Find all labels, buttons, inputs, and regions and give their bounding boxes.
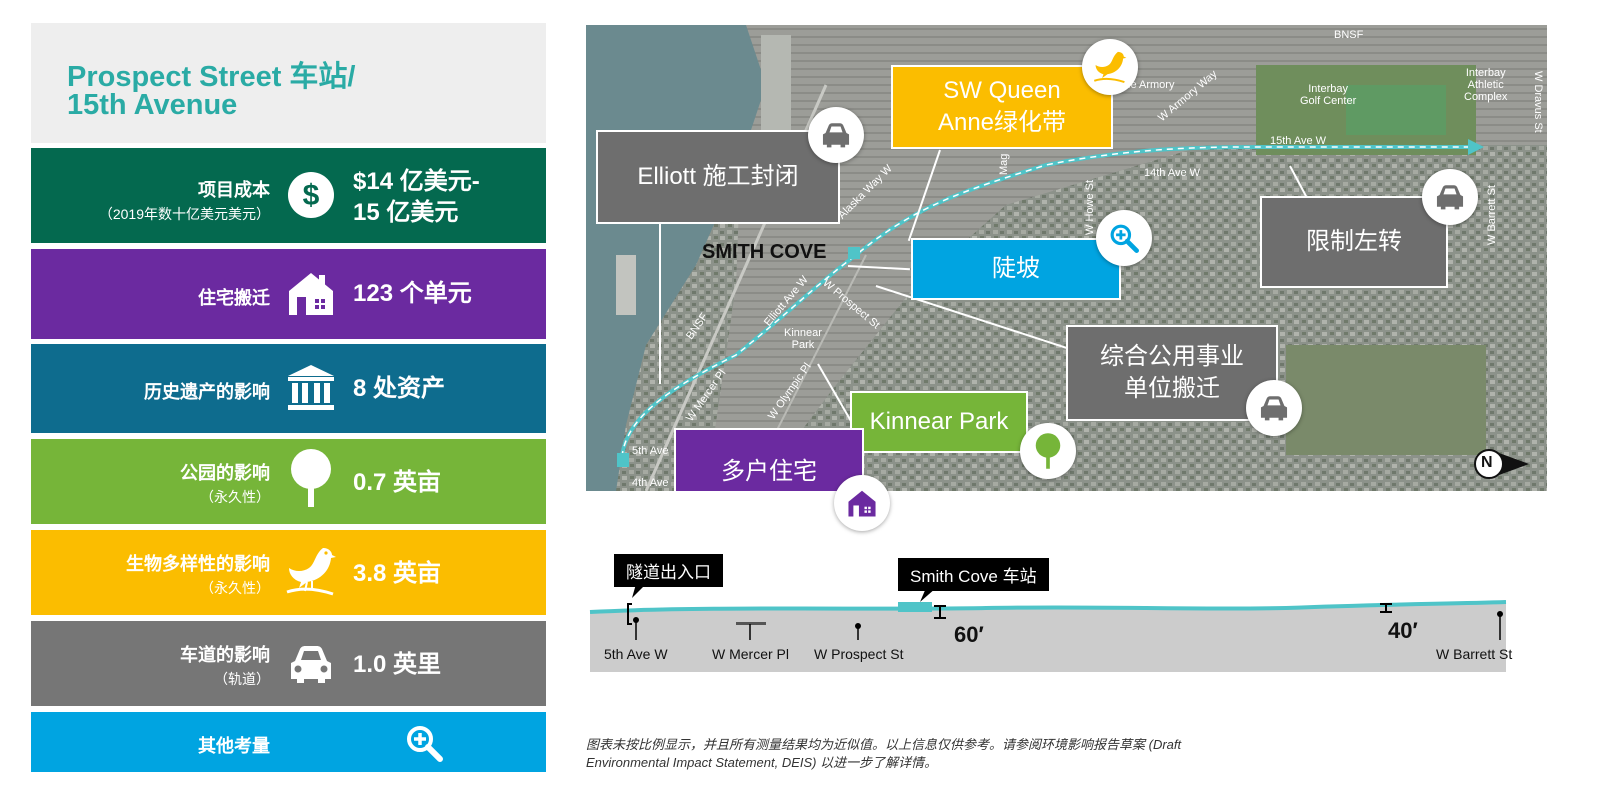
metric-sublabel: （永久性） — [200, 580, 270, 596]
metric-project-cost: 项目成本 （2019年数十亿美元美元） $ $14 亿美元- 15 亿美元 — [31, 148, 546, 243]
car-icon — [808, 107, 864, 163]
label-15th-ave: 15th Ave W — [1270, 135, 1327, 147]
magnifier-plus-icon — [407, 726, 443, 762]
dollar-icon: $ — [288, 172, 334, 218]
car-icon — [1422, 169, 1478, 225]
station-5th-ave: 5th Ave W — [604, 646, 668, 662]
columns-icon — [288, 365, 334, 410]
tag-tunnel-portal: 隧道出入口 — [614, 554, 723, 587]
label-mag: Mag — [998, 153, 1010, 175]
light-rail-alignment — [617, 139, 1484, 467]
callout-utility-relocation: 综合公用事业 单位搬迁 — [1066, 325, 1278, 421]
label-howe: W Howe St — [1084, 179, 1096, 235]
title-line-1: Prospect Street 车站/ — [67, 61, 356, 93]
magnifier-plus-icon — [1096, 210, 1152, 266]
metric-biodiversity-impact: 生物多样性的影响 （永久性） 3.8 英亩 — [31, 530, 546, 615]
vertical-profile: 隧道出入口 Smith Cove 车站 60′ 40′ 5th Ave W W … — [586, 548, 1526, 678]
metric-park-impact: 公园的影响 （永久性） 0.7 英亩 — [31, 439, 546, 524]
car-icon — [291, 646, 331, 683]
label-4th-ave: 4th Ave — [632, 477, 669, 489]
label-smith-cove: SMITH COVE — [702, 241, 827, 263]
house-icon — [289, 273, 333, 315]
station-w-barrett: W Barrett St — [1436, 646, 1513, 662]
metric-residential-displacement: 住宅搬迁 123 个单元 — [31, 249, 546, 339]
metric-label: 住宅搬迁 — [198, 288, 270, 308]
metric-value: 1.0 英里 — [353, 651, 442, 678]
metric-label: 生物多样性的影响 — [126, 554, 270, 574]
tree-icon — [1020, 423, 1076, 479]
footnote: 图表未按比例显示，并且所有测量结果均为近似值。以上信息仅供参考。请参阅环境影响报… — [586, 737, 1182, 770]
metric-label: 公园的影响 — [180, 463, 270, 483]
label-barrett: W Barrett St — [1486, 185, 1498, 245]
north-label: N — [1481, 454, 1493, 471]
callout-steep-slope: 陡坡 — [911, 238, 1121, 300]
tag-smith-cove-station: Smith Cove 车站 — [898, 558, 1049, 591]
label-dravus: W Dravus St — [1532, 71, 1544, 133]
car-icon — [1246, 380, 1302, 436]
metric-sublabel: （轨道） — [214, 671, 270, 687]
metric-label: 项目成本 — [198, 180, 270, 200]
metric-label: 历史遗产的影响 — [144, 382, 270, 402]
metric-value-line-2: 15 亿美元 — [353, 199, 459, 226]
house-icon — [834, 475, 890, 531]
metric-sublabel: （永久性） — [200, 489, 270, 505]
callout-left-turn-restriction: 限制左转 — [1260, 196, 1448, 288]
station-w-prospect: W Prospect St — [814, 646, 904, 662]
label-golf-center: Interbay Golf Center — [1300, 83, 1357, 107]
title-line-2: 15th Avenue — [67, 89, 238, 121]
metric-sublabel: （2019年数十亿美元美元） — [98, 206, 270, 222]
bird-icon — [1082, 39, 1138, 95]
label-bnsf-top: BNSF — [1334, 29, 1364, 41]
callout-multifamily-housing: 多户住宅 — [674, 428, 864, 491]
height-60: 60′ — [954, 622, 984, 647]
label-5th-ave: 5th Ave — [632, 445, 669, 457]
metric-value-line-1: $14 亿美元- — [353, 168, 480, 195]
metric-roadway-impact: 车道的影响 （轨道） 1.0 英里 — [31, 621, 546, 706]
callout-sw-queen-anne-greenbelt: SW Queen Anne绿化带 — [891, 65, 1113, 149]
label-kinnear-park: Kinnear Park — [784, 327, 822, 351]
tree-icon — [291, 449, 331, 507]
aerial-map: BNSF le Armory W Armory Way Interbay Gol… — [586, 25, 1547, 491]
north-arrow: N — [1471, 449, 1531, 479]
station-w-mercer: W Mercer Pl — [712, 646, 789, 662]
label-athletic-complex: Interbay Athletic Complex — [1464, 67, 1508, 103]
label-14th-ave: 14th Ave W — [1144, 167, 1201, 179]
callout-kinnear-park: Kinnear Park — [850, 391, 1028, 453]
metric-historic-impact: 历史遗产的影响 8 处资产 — [31, 344, 546, 433]
label-armory: le Armory — [1128, 79, 1175, 91]
metric-value: 123 个单元 — [353, 280, 472, 307]
bird-icon — [286, 548, 336, 596]
metric-value: 3.8 英亩 — [353, 560, 442, 587]
metric-other-considerations[interactable]: 其他考量 — [31, 712, 546, 772]
callout-elliott-closure: Elliott 施工封闭 — [596, 130, 840, 224]
height-40: 40′ — [1388, 618, 1418, 643]
metric-label: 车道的影响 — [180, 645, 270, 665]
metric-value: 8 处资产 — [353, 375, 446, 402]
title-box: Prospect Street 车站/ 15th Avenue — [31, 23, 546, 143]
metric-label: 其他考量 — [198, 736, 270, 756]
profile-ground — [589, 584, 1507, 672]
svg-text:$: $ — [303, 179, 320, 212]
leader-elliott — [659, 224, 661, 384]
metric-value: 0.7 英亩 — [353, 469, 442, 496]
